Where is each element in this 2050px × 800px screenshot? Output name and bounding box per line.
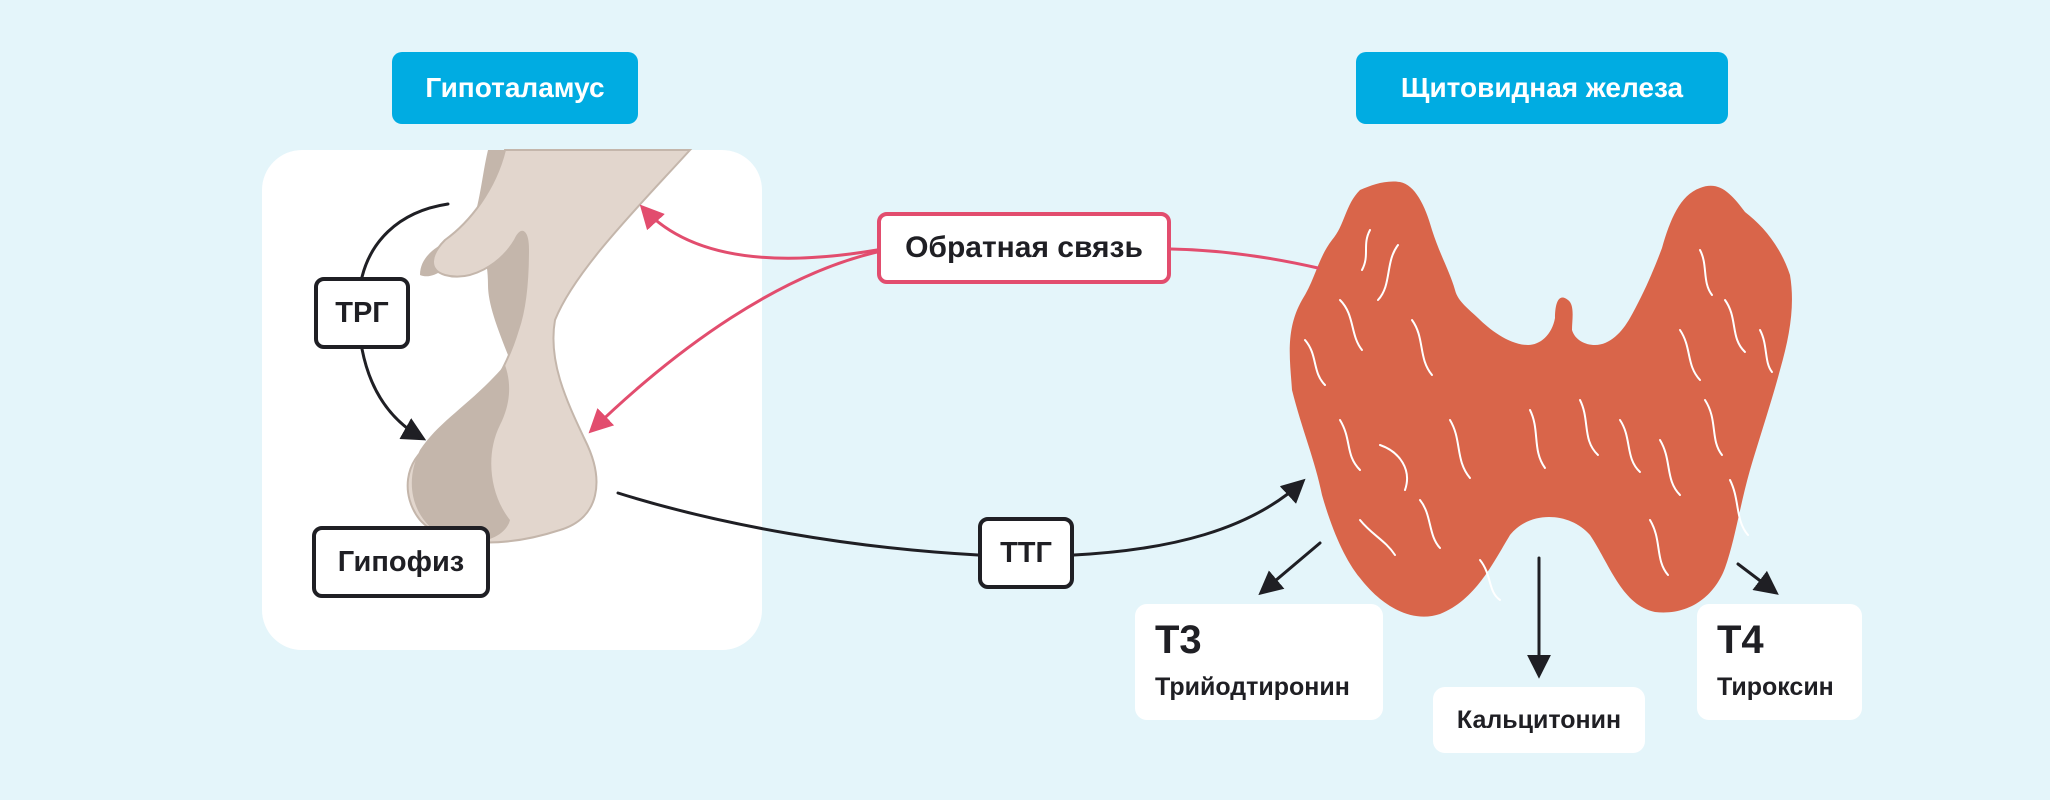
feedback-arrow-to-pituitary: [588, 250, 879, 434]
calcitonin-card: Кальцитонин: [1433, 687, 1645, 753]
calcitonin-name: Кальцитонин: [1456, 706, 1622, 734]
hypothalamus-pituitary-illustration: [406, 149, 693, 544]
feedback-arrow-to-hypothalamus: [639, 204, 879, 260]
arrows: [360, 202, 1779, 679]
t3-name: Трийодтиронин: [1155, 673, 1350, 701]
trg-arrow: [360, 347, 427, 441]
posterior-lobe-shape: [411, 365, 510, 543]
feedback-label: Обратная связь: [877, 212, 1171, 284]
t4-name: Тироксин: [1717, 673, 1834, 701]
hypothalamus-title: Гипоталамус: [392, 52, 638, 124]
t4-arrow: [1736, 562, 1779, 595]
thyroid-texture: [1304, 229, 1773, 601]
trg-label: ТРГ: [314, 277, 410, 349]
ttg-arrow-left: [616, 491, 980, 557]
thyroid-illustration: [1289, 181, 1792, 617]
pituitary-label: Гипофиз: [312, 526, 490, 598]
feedback-line-from-thyroid: [1169, 247, 1320, 270]
thyroid-shape: [1289, 181, 1792, 617]
t3-arrow: [1258, 541, 1322, 596]
t3-symbol: Т3: [1155, 618, 1202, 662]
t4-symbol: Т4: [1717, 618, 1764, 662]
ttg-arrow: [1072, 478, 1306, 557]
ttg-label: ТТГ: [978, 517, 1074, 589]
thyroid-title: Щитовидная железа: [1356, 52, 1728, 124]
t4-card: Т4 Тироксин: [1697, 604, 1862, 720]
t3-card: Т3 Трийодтиронин: [1135, 604, 1383, 720]
trg-arrow-top-curve: [360, 202, 450, 279]
